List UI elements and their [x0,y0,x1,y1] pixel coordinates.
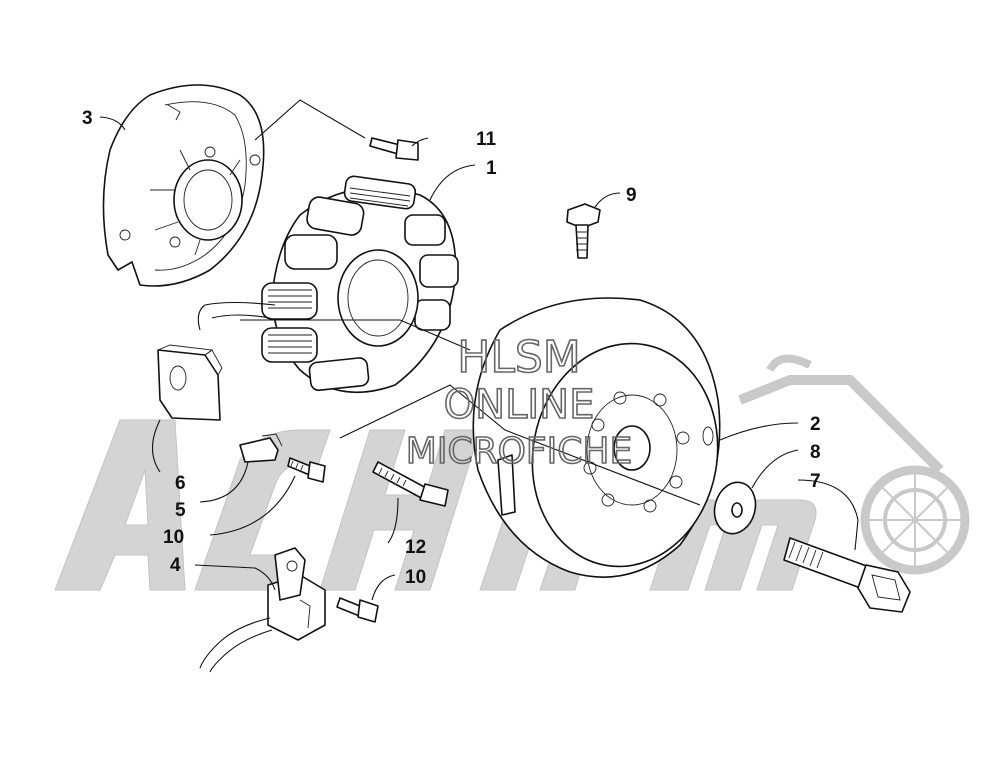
part-6-trigger-coil [157,344,223,421]
part-5-clip [239,433,283,463]
callout-1: 1 [486,158,497,179]
part-12-long-bolt [372,461,449,507]
watermark-line-2: ONLINE [444,382,595,428]
callout-6: 6 [175,473,186,494]
callout-2: 2 [810,414,821,435]
part-10-screw-lower [336,597,379,623]
part-10-screw-upper [287,457,326,483]
part-1-stator-assembly [197,175,459,394]
callout-9: 9 [626,185,637,206]
callout-12: 12 [405,537,426,558]
part-2-flywheel [472,297,721,578]
callout-10-upper: 10 [163,527,184,548]
part-3-stator-cover [102,84,265,287]
part-4-pickup-coil [199,547,326,673]
callout-4: 4 [170,555,181,576]
callout-8: 8 [810,442,821,463]
callout-5: 5 [175,500,186,521]
watermark-line-1: HLSM [457,332,581,383]
callout-labels: 3 11 1 9 2 8 7 6 5 10 12 4 10 [82,108,821,588]
watermark-line-3: MICROFICHE [406,431,632,472]
part-11-bolt [369,137,419,161]
callout-10-lower: 10 [405,567,426,588]
leader-lines [99,99,859,601]
callout-11: 11 [476,129,497,150]
part-8-washer [713,481,757,535]
hlsm-watermark: HLSM ONLINE MICROFICHE [405,331,633,473]
callout-7: 7 [810,471,821,492]
callout-3: 3 [82,108,93,129]
part-9-flange-bolt [566,203,601,259]
part-7-flywheel-bolt [783,537,911,613]
